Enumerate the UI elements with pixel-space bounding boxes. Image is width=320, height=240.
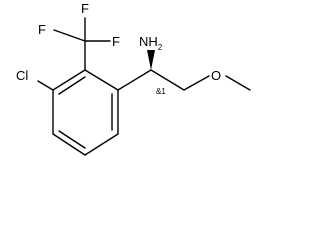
bond-ring-chiral-carbon [117, 69, 152, 91]
atom-oxygen: O [211, 68, 221, 83]
atom-fluorine-top: F [81, 1, 89, 16]
atom-amine: NH2 [139, 34, 163, 52]
ring-double-bond-upper-left [58, 76, 86, 95]
bond-ring-cl [37, 80, 54, 91]
ring-bond-6 [52, 69, 86, 91]
atom-fluorine-left: F [38, 22, 46, 37]
amine-nh: NH [139, 34, 158, 49]
atom-fluorine-right: F [112, 34, 120, 49]
benzene-ring [52, 69, 119, 156]
side-chain [117, 50, 251, 91]
ring-bond-3 [84, 133, 119, 156]
ring-bond-1 [84, 69, 119, 91]
atom-chlorine: Cl [16, 68, 28, 83]
bond-oxygen-methyl [225, 75, 251, 91]
bond-chiral-ch2 [150, 69, 185, 91]
amine-subscript: 2 [158, 43, 163, 52]
bond-c-f-left [53, 29, 86, 42]
ring-bond-4 [52, 133, 86, 156]
chemical-structure: F F F Cl NH2 &1 O [16, 1, 251, 156]
trifluoromethyl-bonds [53, 17, 111, 71]
wedge-bond-to-amine [147, 50, 155, 70]
bond-ch2-oxygen [183, 75, 210, 91]
stereo-descriptor: &1 [156, 87, 166, 96]
ring-double-bond-lower-left [58, 130, 86, 149]
